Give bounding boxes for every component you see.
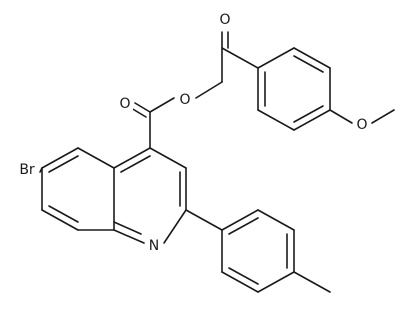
- bond-c8a-n1-double: [113, 221, 142, 235]
- atom-bromine: Br: [16, 160, 38, 178]
- bond-mp-4: [293, 109, 331, 131]
- atom-methoxy-oxygen: O: [354, 115, 370, 133]
- atom-nitrogen: N: [146, 236, 162, 254]
- atom-ester-oxygen: O: [177, 90, 193, 108]
- bond-cester-oether: [149, 97, 175, 113]
- bond-tol-5-double: [228, 267, 259, 285]
- bond-c4a-c4: [113, 147, 151, 169]
- bond-tol-1: [221, 209, 259, 231]
- bond-cketone-aryl: [221, 47, 259, 69]
- bond-c4a-c4-double: [120, 155, 151, 173]
- bond-mp-2: [293, 47, 331, 69]
- bond-c6-br: [39, 167, 43, 173]
- bond-tol-4: [257, 271, 295, 293]
- bond-tol-2: [257, 209, 295, 231]
- bromine-label: Br: [19, 162, 35, 178]
- bond-o-methyl: [371, 109, 395, 124]
- methoxy-oxygen-label: O: [356, 117, 367, 133]
- atom-carbonyl-oxygen-top: O: [217, 10, 233, 28]
- nitrogen-label: N: [149, 238, 159, 254]
- bond-cester-o-double-a: [134, 102, 151, 113]
- bond-tol-methyl: [293, 271, 331, 293]
- bond-c7-c8: [41, 209, 79, 231]
- bond-cester-o-double-b: [130, 107, 147, 118]
- bond-c2-n1: [163, 209, 187, 244]
- bond-oether-ch2: [195, 81, 223, 99]
- bond-c4-c3: [149, 147, 187, 169]
- bond-c5-c6-double: [48, 155, 79, 173]
- bond-mp-4-double: [293, 105, 324, 123]
- atom-carbonyl-oxygen-ester: O: [117, 94, 133, 112]
- bond-n1-c8a: [113, 229, 145, 244]
- bond-c4a-c5: [77, 147, 115, 169]
- bond-tol-5: [221, 271, 259, 293]
- ketone-oxygen-label: O: [219, 12, 230, 28]
- bond-c2-tolyl: [185, 209, 223, 231]
- atom-label-layer: Br N O O O O: [16, 10, 370, 254]
- bond-mp-2-double: [293, 55, 324, 73]
- bond-c7-c8-double: [48, 205, 79, 223]
- ester-carbonyl-oxygen-label: O: [119, 96, 130, 112]
- bond-c5-c6: [41, 147, 79, 169]
- bond-layer: [39, 31, 395, 293]
- bond-mp-o: [329, 109, 353, 124]
- bond-tol-1-double: [228, 217, 259, 235]
- bond-mp-5: [257, 109, 295, 131]
- bond-mp-1: [257, 47, 295, 69]
- ester-oxygen-label: O: [179, 92, 190, 108]
